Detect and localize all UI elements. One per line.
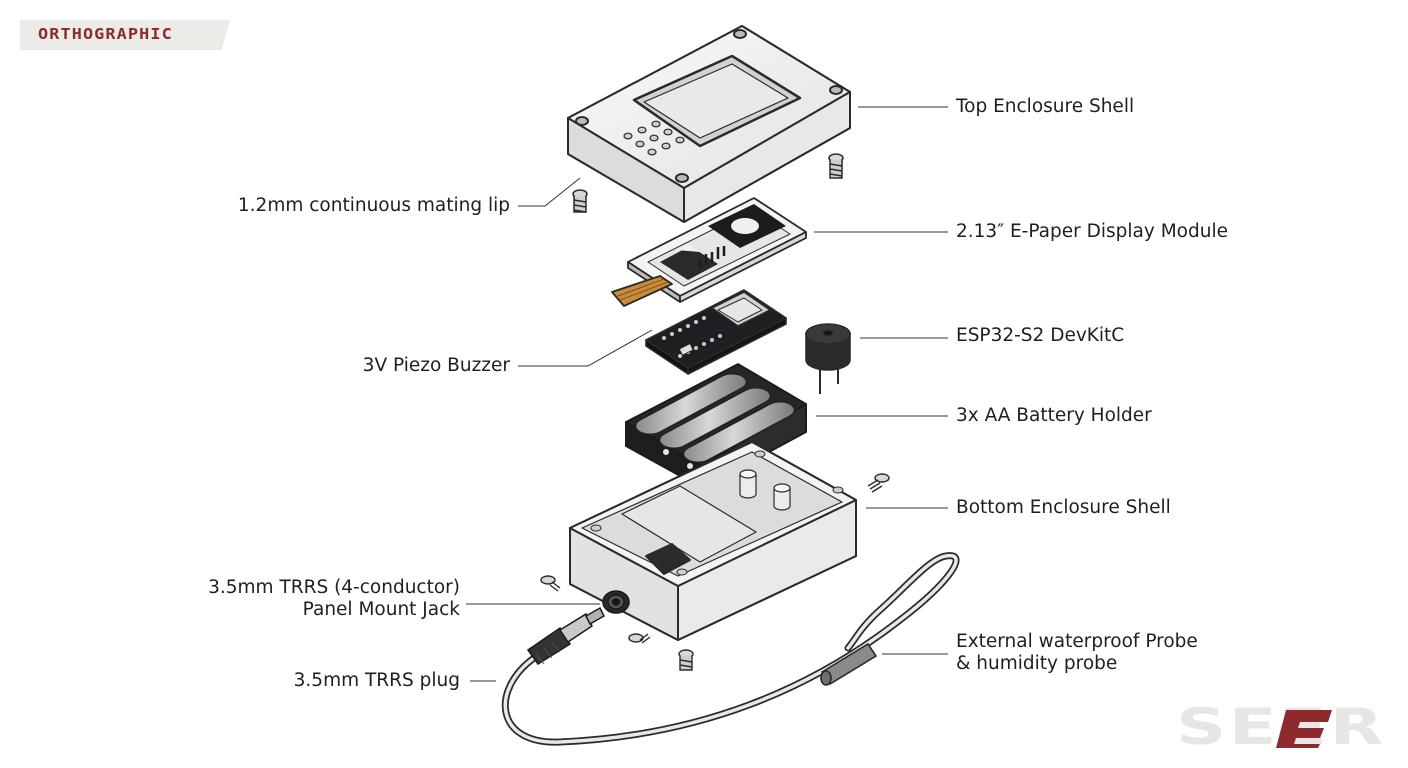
label-top-enclosure-shell: Top Enclosure Shell — [956, 96, 1135, 117]
label-probe-line1: External waterproof Probe — [956, 631, 1198, 652]
label-esp32: ESP32-S2 DevKitC — [956, 325, 1125, 346]
screw-icon — [828, 153, 844, 179]
bottom-enclosure-shell — [569, 441, 857, 641]
trrs-plug — [526, 606, 605, 666]
label-probe-line2: & humidity probe — [956, 653, 1118, 674]
screw-icon — [540, 575, 561, 592]
screw-icon — [628, 633, 651, 644]
seer-logo: SEER — [1176, 698, 1384, 756]
label-bottom-enclosure-shell: Bottom Enclosure Shell — [956, 497, 1171, 518]
esp32-devkit-board — [645, 289, 787, 375]
panel-mount-jack — [602, 590, 630, 614]
label-trrs-plug: 3.5mm TRRS plug — [293, 670, 460, 691]
label-jack-line1: 3.5mm TRRS (4-conductor) — [208, 577, 460, 598]
label-jack-line2: Panel Mount Jack — [302, 599, 460, 620]
piezo-buzzer — [805, 323, 851, 394]
leader-lines — [466, 106, 948, 682]
probe-cable — [501, 552, 960, 746]
label-epaper-display: 2.13″ E-Paper Display Module — [956, 221, 1228, 242]
epaper-display-module — [611, 197, 807, 307]
screw-icon — [867, 473, 890, 493]
orthographic-badge: ORTHOGRAPHIC — [20, 20, 230, 50]
label-piezo-buzzer: 3V Piezo Buzzer — [362, 355, 510, 376]
screw-icon — [678, 649, 694, 671]
waterproof-probe — [820, 642, 878, 686]
label-battery-holder: 3x AA Battery Holder — [956, 405, 1152, 426]
top-enclosure-shell — [567, 25, 851, 223]
label-mating-lip: 1.2mm continuous mating lip — [237, 195, 510, 216]
screw-icon — [572, 189, 588, 213]
badge-text: ORTHOGRAPHIC — [38, 25, 173, 43]
